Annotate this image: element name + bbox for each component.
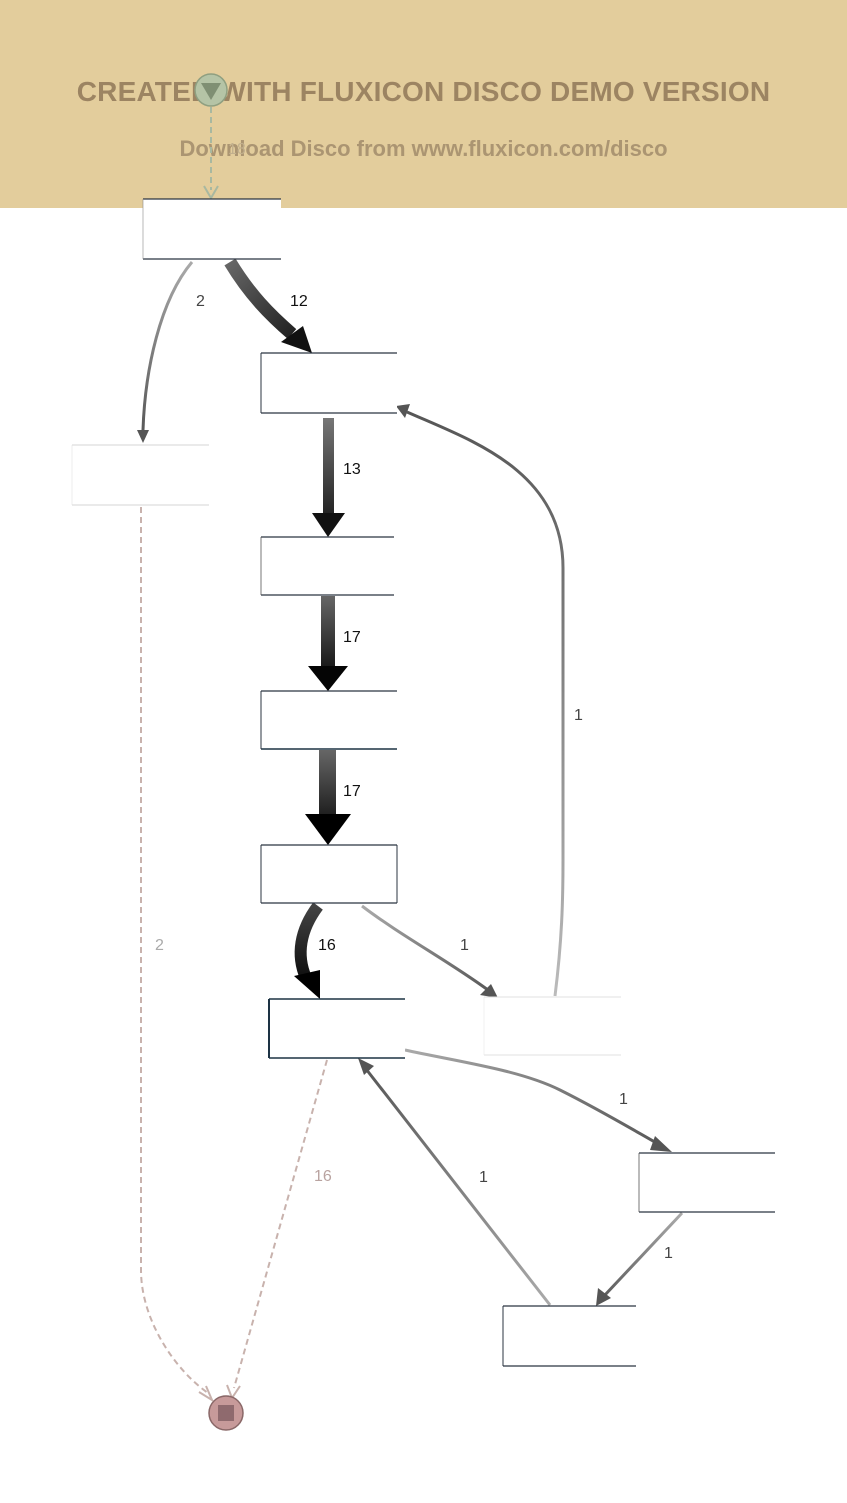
edge-label-a10-a7: 1 bbox=[479, 1169, 488, 1186]
edge-label-a1-a3: 2 bbox=[196, 293, 205, 310]
edge-a7-end[interactable] bbox=[226, 1059, 328, 1401]
edge-a4-a5[interactable] bbox=[308, 596, 348, 691]
edge-a1-a2[interactable] bbox=[224, 258, 312, 353]
banner-title: CREATED WITH FLUXICON DISCO DEMO VERSION bbox=[76, 76, 771, 107]
edge-a10-a7[interactable] bbox=[358, 1058, 552, 1306]
edge-a6-a7[interactable] bbox=[294, 902, 323, 999]
edge-label-a9-a10: 1 bbox=[664, 1245, 673, 1262]
edge-label-a6-a7: 16 bbox=[318, 937, 336, 954]
edge-label-a1-a2: 12 bbox=[290, 293, 308, 310]
edge-a7-a9[interactable] bbox=[404, 1048, 672, 1152]
edge-label-a3-end: 2 bbox=[155, 937, 164, 954]
activity-node-a4[interactable] bbox=[260, 536, 394, 596]
edge-label-a8-a2: 1 bbox=[574, 707, 583, 724]
activity-node-a5[interactable] bbox=[260, 690, 397, 750]
activity-node-a3[interactable] bbox=[71, 444, 209, 506]
edge-a2-a4[interactable] bbox=[312, 418, 345, 537]
edge-a1-a3[interactable] bbox=[137, 261, 194, 443]
activity-node-a7[interactable] bbox=[268, 998, 405, 1059]
end-node[interactable] bbox=[208, 1395, 244, 1431]
edge-a8-a2[interactable] bbox=[396, 404, 565, 997]
edge-label-a5-a6: 17 bbox=[343, 783, 361, 800]
edge-start-a1[interactable] bbox=[203, 107, 219, 200]
start-node[interactable] bbox=[194, 73, 228, 107]
edge-label-a6-a8: 1 bbox=[460, 937, 469, 954]
edge-label-a7-a9: 1 bbox=[619, 1091, 628, 1108]
edge-label-a4-a5: 17 bbox=[343, 629, 361, 646]
edge-a6-a8[interactable] bbox=[361, 904, 498, 998]
activity-node-a1[interactable] bbox=[142, 198, 281, 260]
edge-a3-end[interactable] bbox=[140, 507, 215, 1403]
activity-node-a2[interactable] bbox=[260, 352, 397, 414]
edge-label-a2-a4: 13 bbox=[343, 461, 361, 478]
activity-node-a9[interactable] bbox=[638, 1152, 775, 1213]
edge-a9-a10[interactable] bbox=[596, 1211, 684, 1306]
activity-node-a6[interactable] bbox=[260, 844, 398, 904]
square-stop-icon bbox=[218, 1405, 234, 1421]
edge-a5-a6[interactable] bbox=[305, 750, 351, 845]
demo-banner: CREATED WITH FLUXICON DISCO DEMO VERSION… bbox=[0, 0, 847, 208]
activity-node-a10[interactable] bbox=[502, 1305, 636, 1367]
edge-label-start-a1: 18 bbox=[228, 141, 246, 158]
triangle-down-icon bbox=[201, 83, 221, 100]
activity-node-a8[interactable] bbox=[483, 996, 621, 1056]
banner-subtitle: Download Disco from www.fluxicon.com/dis… bbox=[179, 136, 668, 161]
edge-label-a7-end: 16 bbox=[314, 1168, 332, 1185]
